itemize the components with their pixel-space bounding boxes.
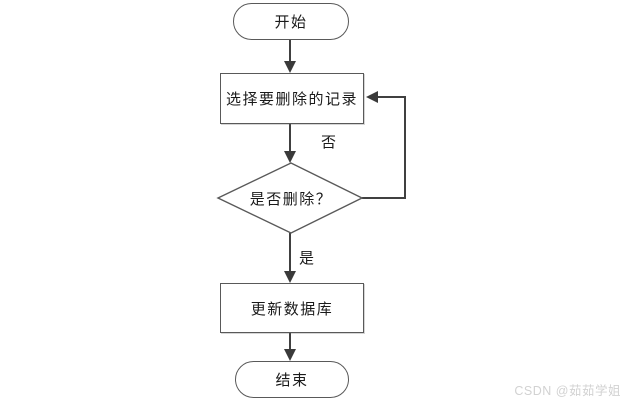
edge-label-yes: 是 — [299, 251, 315, 267]
arrowhead-feedback-loop-icon — [366, 91, 378, 103]
arrowhead-decision-to-update-icon — [284, 271, 296, 283]
node-update-database-process: 更新数据库 — [220, 283, 364, 333]
node-end-label: 结束 — [275, 373, 309, 389]
edge-label-no: 否 — [321, 135, 337, 151]
arrowhead-update-to-end-icon — [284, 349, 296, 361]
arrow-feedback-loop — [362, 96, 406, 199]
node-select-record-process: 选择要删除的记录 — [220, 73, 364, 124]
arrowhead-start-to-select-icon — [284, 61, 296, 73]
node-end-terminator: 结束 — [235, 361, 349, 398]
node-decision-label: 是否删除？ — [249, 191, 333, 208]
csdn-watermark: CSDN @茹茹学姐 — [514, 384, 621, 398]
node-start-terminator: 开始 — [233, 3, 349, 40]
decision-diamond-shape — [216, 162, 364, 234]
node-decision-diamond: 是否删除？ — [226, 188, 356, 208]
node-update-database-label: 更新数据库 — [250, 301, 334, 318]
node-select-record-label: 选择要删除的记录 — [225, 92, 358, 108]
arrowhead-select-to-decision-icon — [284, 151, 296, 163]
node-start-label: 开始 — [274, 15, 308, 31]
